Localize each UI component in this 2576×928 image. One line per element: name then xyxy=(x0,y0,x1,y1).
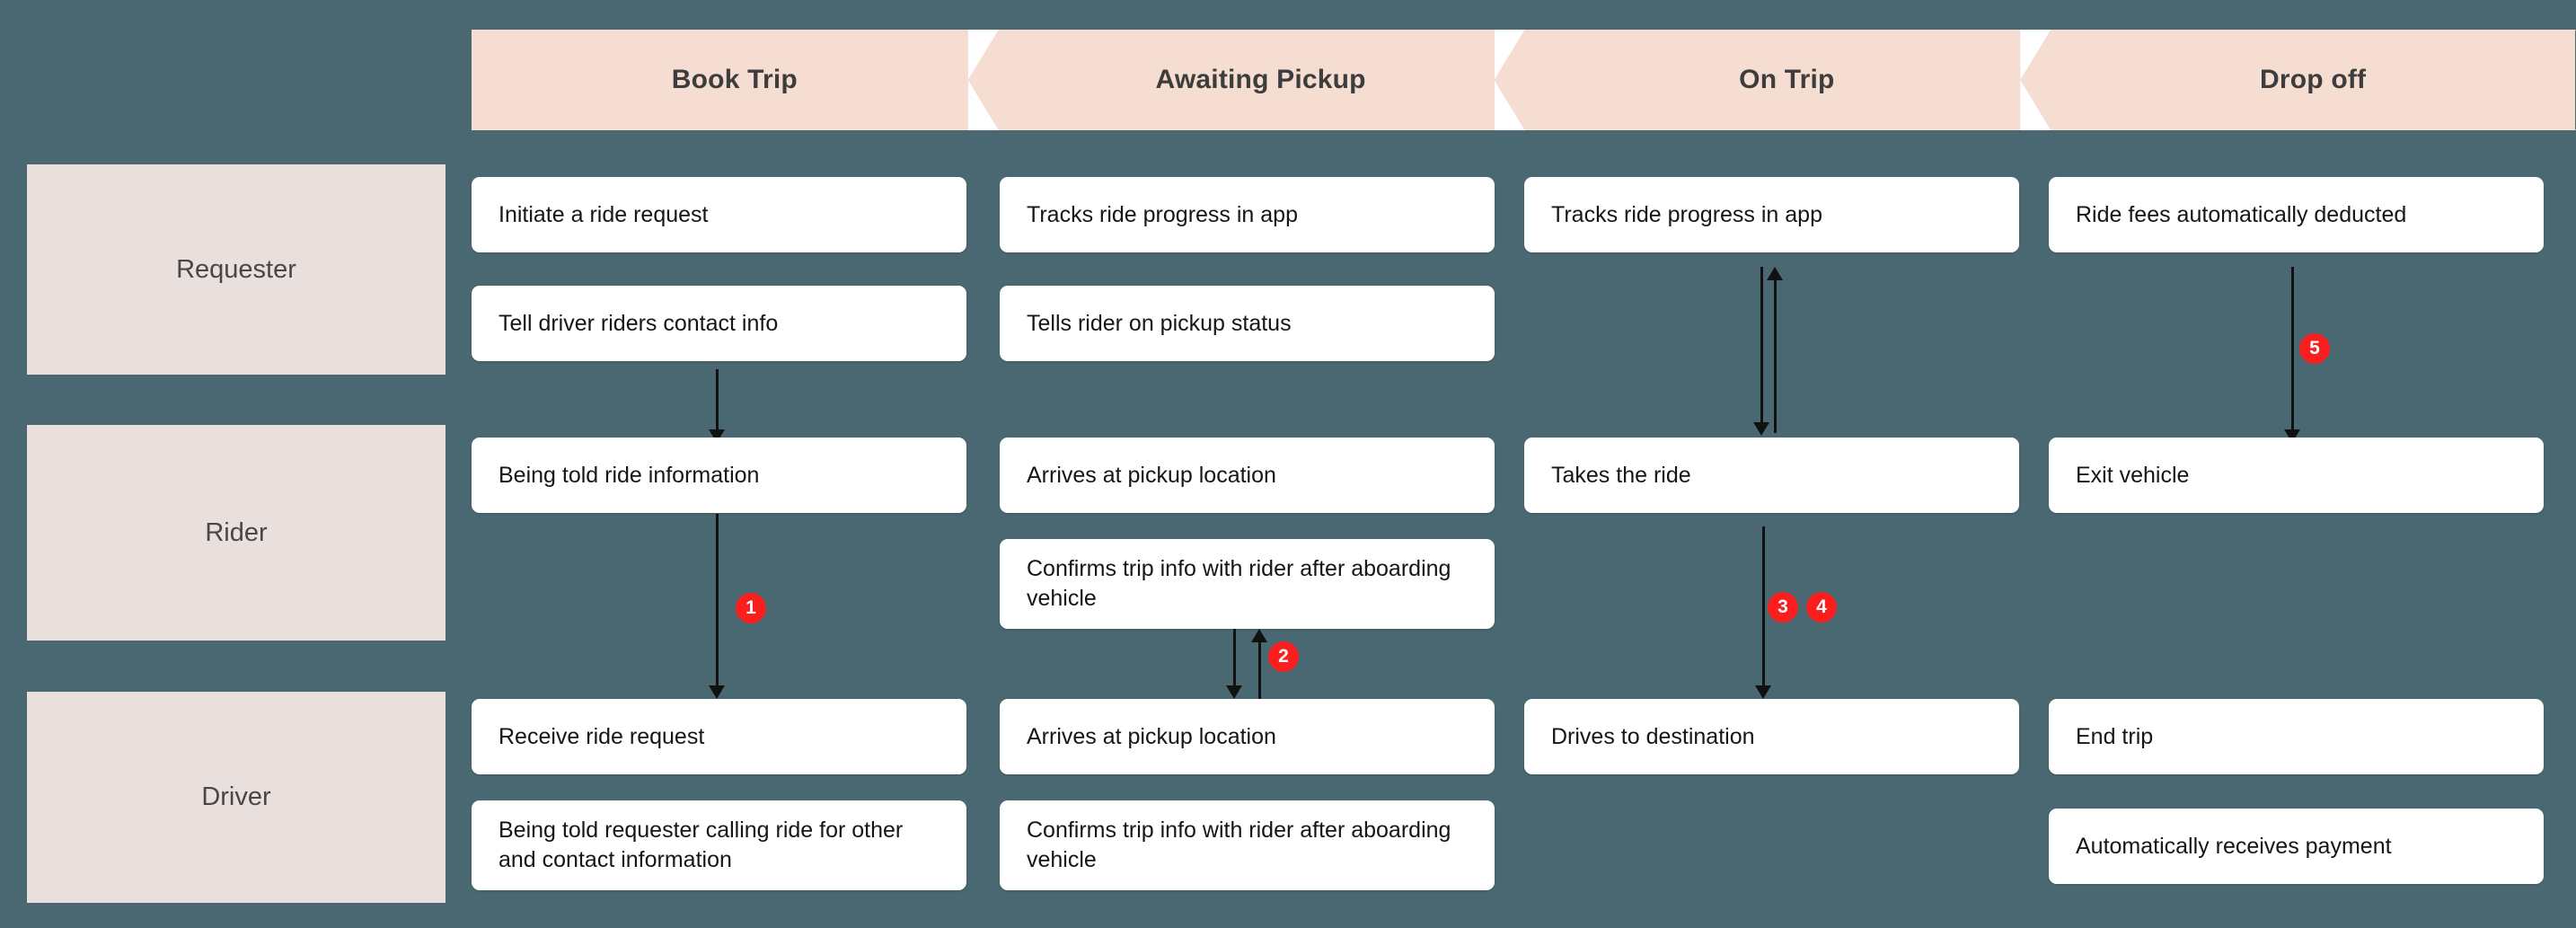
card-rider-confirms-trip-info[interactable]: Confirms trip info with rider after aboa… xyxy=(1000,539,1495,629)
card-text: Being told requester calling ride for ot… xyxy=(498,818,904,872)
card-text: Automatically receives payment xyxy=(2076,833,2392,859)
lane-label-rider[interactable]: Rider xyxy=(27,425,446,641)
stage-header-drop-off[interactable]: Drop off xyxy=(2050,30,2576,130)
stage-label: Drop off xyxy=(2260,65,2367,94)
lane-label-text: Requester xyxy=(176,254,296,284)
card-driver-arrives-pickup[interactable]: Arrives at pickup location xyxy=(1000,699,1495,774)
stage-header-band: Book Trip Awaiting Pickup On Trip Drop o… xyxy=(472,30,2576,130)
connector-line-up xyxy=(1774,271,1777,433)
card-initiate-ride-request[interactable]: Initiate a ride request xyxy=(472,177,966,252)
card-text: Being told ride information xyxy=(498,462,760,488)
card-text: End trip xyxy=(2076,723,2154,749)
card-text: Confirms trip info with rider after aboa… xyxy=(1027,556,1451,611)
card-text: Exit vehicle xyxy=(2076,462,2190,488)
badge-number: 5 xyxy=(2309,338,2320,358)
badge-4: 4 xyxy=(1806,592,1837,623)
arrowhead-up-icon xyxy=(1767,267,1783,280)
card-being-told-requester-calling[interactable]: Being told requester calling ride for ot… xyxy=(472,800,966,890)
stage-label: Book Trip xyxy=(671,65,798,94)
connector-line-down xyxy=(1760,267,1763,430)
card-being-told-ride-information[interactable]: Being told ride information xyxy=(472,437,966,513)
lane-label-text: Driver xyxy=(201,782,271,811)
badge-2: 2 xyxy=(1268,641,1299,672)
card-driver-confirms-trip-info[interactable]: Confirms trip info with rider after aboa… xyxy=(1000,800,1495,890)
arrowhead-up-icon xyxy=(1251,629,1267,642)
card-receive-ride-request[interactable]: Receive ride request xyxy=(472,699,966,774)
card-text: Tracks ride progress in app xyxy=(1027,201,1298,227)
card-tells-rider-pickup-status[interactable]: Tells rider on pickup status xyxy=(1000,286,1495,361)
connector-line xyxy=(716,514,719,694)
badge-3: 3 xyxy=(1768,592,1798,623)
stage-header-on-trip[interactable]: On Trip xyxy=(1523,30,2051,130)
badge-number: 2 xyxy=(1278,646,1289,667)
card-drives-to-destination[interactable]: Drives to destination xyxy=(1524,699,2019,774)
card-takes-the-ride[interactable]: Takes the ride xyxy=(1524,437,2019,513)
card-tracks-ride-progress-awaiting[interactable]: Tracks ride progress in app xyxy=(1000,177,1495,252)
card-text: Confirms trip info with rider after aboa… xyxy=(1027,818,1451,872)
connector-line-up xyxy=(1258,633,1261,699)
arrowhead-down-icon xyxy=(1226,685,1242,699)
arrowhead-down-icon xyxy=(1755,685,1771,699)
card-text: Drives to destination xyxy=(1551,723,1755,749)
card-text: Arrives at pickup location xyxy=(1027,462,1276,488)
stage-header-awaiting-pickup[interactable]: Awaiting Pickup xyxy=(997,30,1524,130)
card-automatically-receives-payment[interactable]: Automatically receives payment xyxy=(2049,809,2544,884)
card-exit-vehicle[interactable]: Exit vehicle xyxy=(2049,437,2544,513)
lane-label-text: Rider xyxy=(205,517,268,547)
badge-number: 1 xyxy=(745,597,756,618)
card-text: Tracks ride progress in app xyxy=(1551,201,1822,227)
stage-label: Awaiting Pickup xyxy=(1155,65,1366,94)
stage-header-book-trip[interactable]: Book Trip xyxy=(472,30,998,130)
lane-label-requester[interactable]: Requester xyxy=(27,164,446,375)
badge-5: 5 xyxy=(2299,333,2330,364)
card-text: Tells rider on pickup status xyxy=(1027,310,1292,336)
lane-label-driver[interactable]: Driver xyxy=(27,692,446,903)
card-text: Arrives at pickup location xyxy=(1027,723,1276,749)
arrowhead-down-icon xyxy=(1753,422,1769,436)
card-text: Receive ride request xyxy=(498,723,705,749)
card-tracks-ride-progress-on-trip[interactable]: Tracks ride progress in app xyxy=(1524,177,2019,252)
connector-line-down xyxy=(1233,629,1236,694)
card-end-trip[interactable]: End trip xyxy=(2049,699,2544,774)
badge-number: 3 xyxy=(1778,597,1788,617)
connector-line xyxy=(2291,267,2294,437)
card-ride-fees-deducted[interactable]: Ride fees automatically deducted xyxy=(2049,177,2544,252)
card-rider-arrives-pickup[interactable]: Arrives at pickup location xyxy=(1000,437,1495,513)
card-text: Ride fees automatically deducted xyxy=(2076,201,2407,227)
stage-label: On Trip xyxy=(1739,65,1835,94)
card-text: Initiate a ride request xyxy=(498,201,709,227)
connector-line xyxy=(716,369,719,437)
card-tell-driver-contact-info[interactable]: Tell driver riders contact info xyxy=(472,286,966,361)
card-text: Tell driver riders contact info xyxy=(498,310,779,336)
badge-number: 4 xyxy=(1816,597,1827,617)
arrowhead-down-icon xyxy=(709,685,725,699)
connector-line xyxy=(1762,526,1765,694)
badge-1: 1 xyxy=(736,593,766,623)
card-text: Takes the ride xyxy=(1551,462,1691,488)
